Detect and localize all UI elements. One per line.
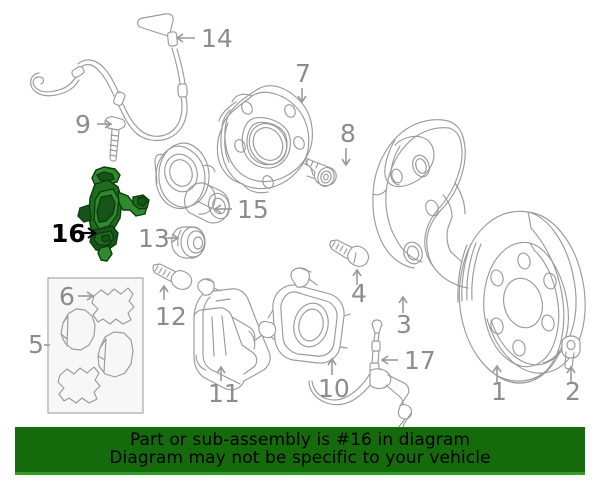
callout-8: 8 <box>340 119 356 167</box>
part-brake-hose <box>308 319 413 434</box>
callout-14: 14 <box>175 24 233 53</box>
callout-label-11: 11 <box>208 379 240 408</box>
part-brake-pad-box <box>47 277 144 414</box>
part-parking-brake-actuator <box>154 142 230 224</box>
callout-2: 2 <box>565 365 581 406</box>
callout-label-9: 9 <box>75 110 91 139</box>
callout-label-13: 13 <box>138 224 170 253</box>
callout-13: 13 <box>138 224 180 253</box>
callout-label-6: 6 <box>59 282 75 311</box>
banner-line-1: Part or sub-assembly is #16 in diagram <box>129 429 471 450</box>
callout-16: 16 <box>51 219 97 248</box>
callout-12: 12 <box>155 284 187 331</box>
callout-7: 7 <box>295 59 311 104</box>
part-carrier-bolt <box>152 263 193 290</box>
callout-6: 6 <box>59 282 95 311</box>
callout-3: 3 <box>396 295 412 339</box>
callout-11: 11 <box>208 365 240 408</box>
callout-label-12: 12 <box>155 302 187 331</box>
callout-label-16: 16 <box>51 219 86 248</box>
part-wheel-hub-knuckle <box>216 85 313 194</box>
callout-1: 1 <box>491 364 507 406</box>
callout-label-10: 10 <box>318 374 350 403</box>
part-brake-rotor <box>457 210 586 384</box>
part-hose-bracket-highlighted <box>77 166 150 262</box>
callout-label-1: 1 <box>491 377 507 406</box>
callout-label-7: 7 <box>295 59 311 88</box>
callout-9: 9 <box>75 110 113 139</box>
part-bearing-cap <box>171 226 206 259</box>
part-caliper-bolt <box>329 239 370 267</box>
callout-label-17: 17 <box>404 346 436 375</box>
part-abs-sensor-harness <box>30 13 188 142</box>
banner-line-2: Diagram may not be specific to your vehi… <box>109 447 491 468</box>
info-banner: Part or sub-assembly is #16 in diagram D… <box>15 427 585 475</box>
callout-label-4: 4 <box>351 279 367 308</box>
part-brake-caliper <box>258 267 351 364</box>
callout-5: 5 <box>28 330 50 359</box>
part-splash-shield-bolt <box>304 157 337 187</box>
part-caliper-carrier <box>193 278 271 391</box>
callout-label-5: 5 <box>28 330 44 359</box>
callout-15: 15 <box>213 195 269 224</box>
callout-4: 4 <box>351 268 367 308</box>
callout-label-14: 14 <box>201 24 233 53</box>
part-splash-shield <box>372 119 469 289</box>
callout-label-15: 15 <box>237 195 269 224</box>
callout-label-2: 2 <box>565 377 581 406</box>
part-rotor-set-screw <box>561 335 581 370</box>
callout-label-3: 3 <box>396 310 412 339</box>
part-sensor-bolt <box>104 116 126 162</box>
callout-10: 10 <box>318 357 350 403</box>
callout-17: 17 <box>380 346 436 375</box>
callout-label-8: 8 <box>340 119 356 148</box>
